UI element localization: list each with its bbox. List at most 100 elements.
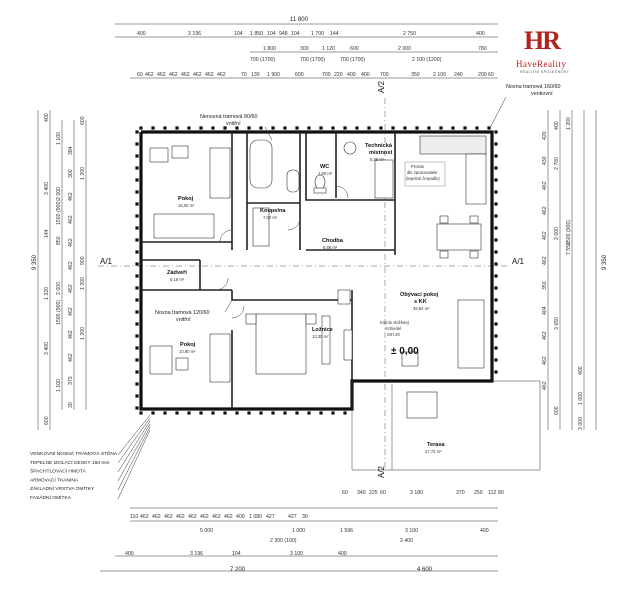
dim-bottom-row2-0: 5 000: [200, 528, 213, 534]
desk: [149, 147, 169, 163]
dim-top-row4-20: 200: [478, 72, 487, 78]
dim-right-a-1: 2 700: [554, 157, 560, 170]
boiler: [343, 141, 357, 155]
wall-stud: [494, 370, 498, 374]
dim-right-c-4: 462: [542, 231, 548, 240]
wall-stud: [494, 178, 498, 182]
dim-right-c-3: 462: [542, 206, 548, 215]
dim-bottom-row1-12: 427: [288, 514, 297, 520]
legend-item-1: TEPELNÉ IZOLACÍ DESKY 160 mm: [30, 459, 110, 466]
dim-left-c-2: 462: [68, 192, 74, 201]
wall-stud: [187, 126, 191, 130]
dim-left-b-1: 2 000: [56, 187, 62, 200]
dim-top-row4-15: 400: [361, 72, 370, 78]
dim-bottom-row2-1: 1 000: [292, 528, 305, 534]
wall-stud: [475, 126, 479, 130]
dim-bottom-row1-0: 110: [130, 514, 138, 520]
note-nenosna-1: Nenosná tramová 80/60: [200, 114, 258, 120]
wall-stud: [175, 126, 179, 130]
dim-bottom-row1-9: 400: [236, 514, 245, 520]
dim-top-row1-2: 104: [234, 31, 243, 37]
dim-bottom-row0-5: 370: [456, 490, 465, 496]
room-chodba: Chodba: [322, 238, 344, 244]
wall-stud: [135, 166, 139, 170]
wall-stud: [199, 411, 203, 415]
wall-stud: [151, 411, 155, 415]
wall-stud: [211, 411, 215, 415]
logo-name: HaveReality: [516, 59, 567, 69]
dim-top-total: 11 800: [290, 17, 309, 23]
dim-top-row2-0: 1 800: [263, 46, 276, 52]
wall-stud: [319, 411, 323, 415]
dim-bottom-row0-3: 60: [380, 490, 386, 496]
legend-item-3: ARMOVACÍ TKANINA: [30, 476, 79, 483]
wall-stud: [235, 126, 239, 130]
level-marker: ± 0,00: [391, 346, 419, 357]
dim-left-c-0: 384: [68, 146, 74, 155]
dim-top-row3-3: 2 100 (1200): [412, 57, 442, 63]
dim-top-row3-1: 700 (1700): [300, 57, 325, 63]
wall-stud: [494, 166, 498, 170]
notes: Nosna tramová 160/60 venkovní Nenosná tr…: [155, 84, 561, 357]
wall-stud: [494, 334, 498, 338]
legend-item-4: ZÁKLADNÍ VRSTVA OMÍTKY: [30, 485, 95, 492]
wall-stud: [307, 126, 311, 130]
wall-stud: [259, 411, 263, 415]
room-obyvaci: Obývací pokoj: [400, 292, 439, 298]
wall-stud: [343, 126, 347, 130]
wall-stud: [135, 406, 139, 410]
room-terasa: Terasa: [427, 442, 446, 448]
dim-bottom-row4-1: 3 196: [190, 551, 203, 557]
dim-top-row4-11: 600: [295, 72, 304, 78]
dim-bottom-row1-7: 462: [212, 514, 221, 520]
wall-stud: [494, 286, 498, 290]
wall-stud: [139, 411, 143, 415]
dim-top-row4-16: 700: [380, 72, 389, 78]
dim-right-d-0: 3 000: [578, 417, 584, 430]
dim-bottom-row0-6: 250: [474, 490, 483, 496]
wall-stud: [331, 411, 335, 415]
dim-right-outer: 9 350: [602, 254, 608, 270]
dim-right-b-1: 7 550: [566, 242, 572, 255]
dim-bottom-total-0: 7 200: [230, 567, 246, 573]
room-koupelna: Koupelna: [260, 208, 286, 214]
dim-top-row1-7: 1 700: [311, 31, 324, 37]
wall-stud: [494, 214, 498, 218]
dim-bottom-row0-2: 225: [369, 490, 378, 496]
area-terasa: 27,72 m²: [425, 449, 442, 454]
dim-top-row4-7: 462: [217, 72, 226, 78]
dim-top-row4-10: 1 900: [267, 72, 280, 78]
note-prostor-3: (tepelné čerpadlo): [406, 176, 440, 181]
wall-stud: [494, 346, 498, 350]
dim-left-a-1: 3 400: [44, 182, 50, 195]
dim-left-b-6: 1 100: [56, 379, 62, 392]
dim-bottom-row0-1: 340: [357, 490, 366, 496]
dim-bottom-row3-0: 2 300 (100): [270, 538, 297, 544]
room-mistnost: místnost: [369, 150, 392, 156]
axis-a1-left: A/1: [100, 257, 113, 266]
wall-stud: [451, 126, 455, 130]
dim-top-row1-0: 400: [137, 31, 146, 37]
dim-bottom-row0-4: 3 180: [410, 490, 423, 496]
dim-left-outer: 9 350: [32, 254, 38, 270]
wall-stud: [494, 202, 498, 206]
dim-bottom-row1-10: 1 080: [249, 514, 262, 520]
wall-stud: [247, 411, 251, 415]
dim-top-row4-2: 462: [157, 72, 166, 78]
wall-stud: [135, 202, 139, 206]
dim-right-d-2: 400: [578, 366, 584, 375]
note-nosna-inner-1: Nosna tramová 120/60: [155, 310, 210, 316]
room-zadveri: Zádveří: [167, 270, 187, 276]
wall-stud: [135, 214, 139, 218]
room-pokoj-bottom: Pokoj: [180, 342, 196, 348]
dim-bottom-row1-2: 462: [152, 514, 161, 520]
dim-top-row4-0: 60: [137, 72, 143, 78]
wall-stud: [175, 411, 179, 415]
wall-stud: [367, 126, 371, 130]
wall-stud: [494, 262, 498, 266]
dim-right-a-2: 2 000: [554, 227, 560, 240]
